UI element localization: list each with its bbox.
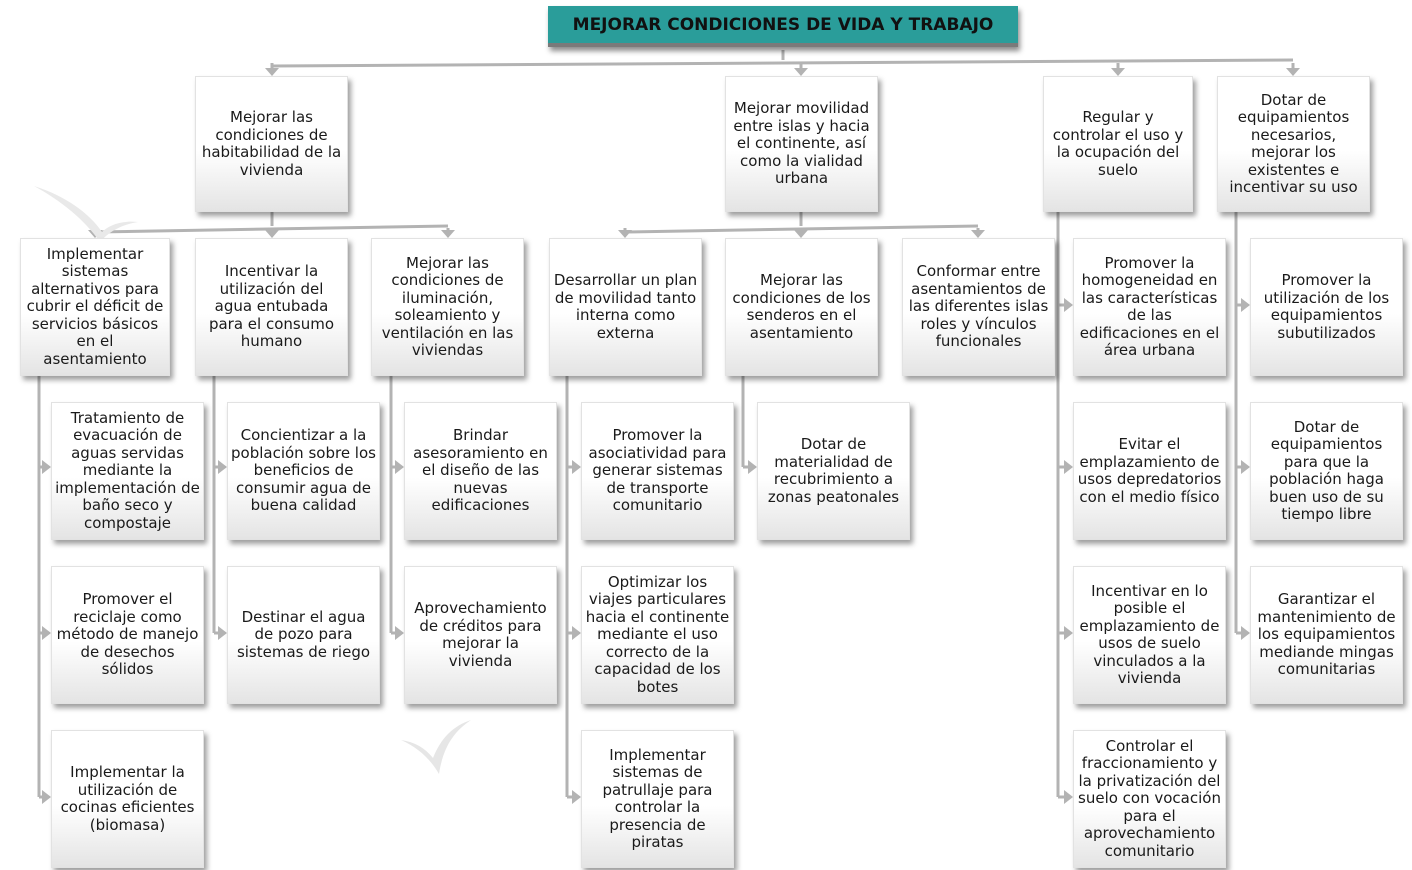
connector-line	[271, 58, 1294, 68]
arrow-right-icon	[395, 460, 404, 474]
node-iluminacion: Mejorar las condiciones de iluminación, …	[371, 238, 524, 376]
node-bano-seco: Tratamiento de evacuación de aguas servi…	[51, 402, 204, 540]
connector-line	[94, 224, 449, 234]
arrow-right-icon	[395, 626, 404, 640]
bird-watermark-icon	[401, 720, 471, 774]
arrow-right-icon	[572, 790, 581, 804]
arrow-down-icon	[1286, 68, 1300, 76]
node-asociatividad: Promover la asociatividad para generar s…	[581, 402, 734, 540]
node-habitabilidad: Mejorar las condiciones de habitabilidad…	[195, 76, 348, 212]
arrow-down-icon	[1111, 68, 1125, 76]
node-cocinas: Implementar la utilización de cocinas ef…	[51, 730, 204, 868]
node-homogeneidad: Promover la homogeneidad en las caracter…	[1073, 238, 1226, 376]
node-asesoramiento: Brindar asesoramiento en el diseño de la…	[404, 402, 557, 540]
node-viajes: Optimizar los viajes particulares hacia …	[581, 566, 734, 704]
arrow-down-icon	[88, 230, 102, 238]
node-equipamientos: Dotar de equipamientos necesarios, mejor…	[1217, 76, 1370, 212]
arrow-right-icon	[1064, 298, 1073, 312]
arrow-right-icon	[572, 460, 581, 474]
connector-line	[624, 224, 979, 234]
arrow-right-icon	[1064, 460, 1073, 474]
node-plan-movilidad: Desarrollar un plan de movilidad tanto i…	[549, 238, 702, 376]
arrow-right-icon	[1064, 626, 1073, 640]
arrow-down-icon	[618, 230, 632, 238]
node-patrullaje: Implementar sistemas de patrullaje para …	[581, 730, 734, 868]
arrow-right-icon	[218, 626, 227, 640]
node-materialidad: Dotar de materialidad de recubrimiento a…	[757, 402, 910, 540]
node-agua-pozo: Destinar el agua de pozo para sistemas d…	[227, 566, 380, 704]
arrow-right-icon	[1064, 790, 1073, 804]
arrow-down-icon	[265, 68, 279, 76]
arrow-right-icon	[748, 460, 757, 474]
arrow-down-icon	[971, 230, 985, 238]
node-movilidad: Mejorar movilidad entre islas y hacia el…	[725, 76, 878, 212]
arrow-right-icon	[1241, 626, 1250, 640]
node-senderos: Mejorar las condiciones de los senderos …	[725, 238, 878, 376]
node-concientizar: Concientizar a la población sobre los be…	[227, 402, 380, 540]
node-agua-entubada: Incentivar la utilización del agua entub…	[195, 238, 348, 376]
arrow-right-icon	[218, 460, 227, 474]
node-subutilizados: Promover la utilización de los equipamie…	[1250, 238, 1403, 376]
node-reciclaje: Promover el reciclaje como método de man…	[51, 566, 204, 704]
node-sistemas-alternativos: Implementar sistemas alternativos para c…	[20, 238, 170, 376]
node-tiempo-libre: Dotar de equipamientos para que la pobla…	[1250, 402, 1403, 540]
root-objective-title: MEJORAR CONDICIONES DE VIDA Y TRABAJO	[548, 6, 1018, 47]
node-mantenimiento: Garantizar el mantenimiento de los equip…	[1250, 566, 1403, 704]
arrow-down-icon	[794, 230, 808, 238]
node-uso-suelo: Regular y controlar el uso y la ocupació…	[1043, 76, 1193, 212]
arrow-down-icon	[441, 230, 455, 238]
arrow-right-icon	[572, 626, 581, 640]
arrow-right-icon	[1241, 298, 1250, 312]
arrow-right-icon	[42, 626, 51, 640]
node-fraccionamiento: Controlar el fraccionamiento y la privat…	[1073, 730, 1226, 868]
arrow-right-icon	[1241, 460, 1250, 474]
arrow-right-icon	[42, 790, 51, 804]
node-roles-islas: Conformar entre asentamientos de las dif…	[902, 238, 1055, 376]
node-usos-vivienda: Incentivar en lo posible el emplazamient…	[1073, 566, 1226, 704]
node-creditos: Aprovechamiento de créditos para mejorar…	[404, 566, 557, 704]
arrow-right-icon	[42, 460, 51, 474]
arrow-down-icon	[265, 230, 279, 238]
node-usos-depredatorios: Evitar el emplazamiento de usos depredat…	[1073, 402, 1226, 540]
arrow-down-icon	[794, 68, 808, 76]
